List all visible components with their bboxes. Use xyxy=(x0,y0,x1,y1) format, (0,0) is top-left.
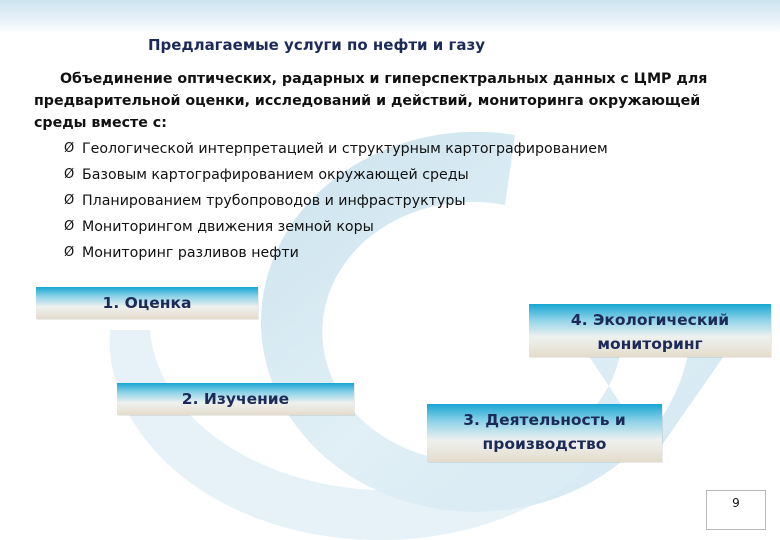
top-gradient-band xyxy=(0,0,780,34)
intro-paragraph: Объединение оптических, радарных и гипер… xyxy=(34,71,708,131)
page-number: 9 xyxy=(706,490,766,530)
stage-assessment-box: 1. Оценка xyxy=(36,287,258,319)
arrow-bullet-icon: Ø xyxy=(64,193,75,208)
stage-operations-box: 3. Деятельность и производство xyxy=(427,404,662,462)
page-title: Предлагаемые услуги по нефти и газу xyxy=(148,36,485,54)
arrow-bullet-icon: Ø xyxy=(64,141,75,156)
arrow-bullet-icon: Ø xyxy=(64,219,75,234)
arrow-bullet-icon: Ø xyxy=(64,245,75,260)
stage-environmental-monitoring-box: 4. Экологический мониторинг xyxy=(529,304,771,357)
stage-study-box: 2. Изучение xyxy=(117,383,354,415)
arrow-bullet-icon: Ø xyxy=(64,167,75,182)
